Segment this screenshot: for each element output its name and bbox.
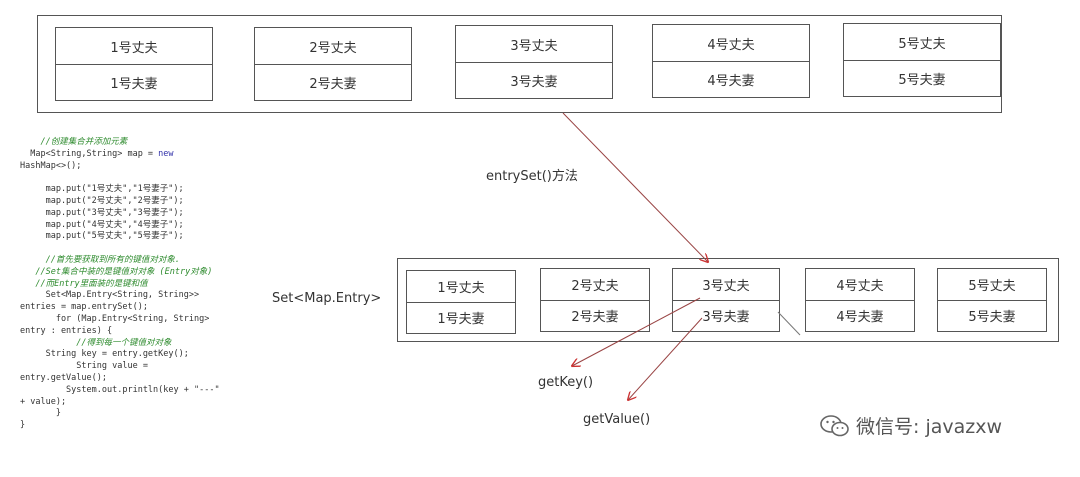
code-keyword: new [158, 148, 174, 159]
set-entry-2: 2号丈夫 2号夫妻 [540, 268, 650, 332]
code-line: //首先要获取到所有的键值对对象. [20, 254, 180, 265]
getkey-arrow [572, 297, 701, 366]
code-line: System.out.println(key + "---" [20, 384, 220, 395]
set-entry-1: 1号丈夫 1号夫妻 [406, 270, 516, 334]
map-entry-1: 1号丈夫 1号夫妻 [55, 27, 213, 101]
code-line: entry.getValue(); [20, 372, 107, 383]
entry-value: 1号夫妻 [110, 76, 158, 92]
map-entry-4: 4号丈夫 4号夫妻 [652, 24, 810, 98]
code-line: //而Entry里面装的是键和值 [20, 278, 148, 289]
code-line: HashMap<>(); [20, 160, 82, 171]
entry-value: 5号夫妻 [898, 72, 946, 88]
entry-key: 5号丈夫 [938, 269, 1046, 301]
side-stroke [777, 311, 801, 336]
entry-key: 4号丈夫 [806, 269, 914, 301]
code-line: } [20, 420, 26, 431]
entry-value: 3号夫妻 [510, 74, 558, 90]
entry-key: 3号丈夫 [673, 269, 779, 301]
map-entry-3: 3号丈夫 3号夫妻 [455, 25, 613, 99]
map-entry-5: 5号丈夫 5号夫妻 [843, 23, 1001, 97]
code-line: map.put("4号丈夫","4号妻子"); [20, 219, 184, 230]
getvalue-arrow [628, 317, 703, 400]
entry-value: 4号夫妻 [836, 310, 884, 325]
entry-value: 1号夫妻 [437, 312, 485, 327]
code-line: Set<Map.Entry<String, String>> [20, 290, 200, 301]
code-line: map.put("1号丈夫","1号妻子"); [20, 184, 184, 195]
entryset-method-label: entrySet()方法 [486, 169, 578, 184]
watermark-text: 微信号: javazxw [856, 416, 1003, 438]
code-snippet: //创建集合并添加元素 Map<String,String> map = new… [20, 137, 270, 432]
code-line: map.put("5号丈夫","5号妻子"); [20, 231, 184, 242]
entry-key: 2号丈夫 [255, 28, 411, 65]
getkey-label: getKey() [538, 375, 594, 390]
set-entry-4: 4号丈夫 4号夫妻 [805, 268, 915, 332]
code-line: String key = entry.getKey(); [20, 349, 189, 360]
code-line: entry : entries) { [20, 325, 113, 336]
code-line: Map<String,String> map = [20, 148, 159, 159]
entry-value: 5号夫妻 [968, 310, 1016, 325]
entry-key: 2号丈夫 [541, 269, 649, 301]
wechat-icon [820, 414, 849, 436]
code-line: map.put("2号丈夫","2号妻子"); [20, 195, 184, 206]
map-entry-2: 2号丈夫 2号夫妻 [254, 27, 412, 101]
set-entry-5: 5号丈夫 5号夫妻 [937, 268, 1047, 332]
getvalue-label: getValue() [583, 412, 651, 427]
code-line: for (Map.Entry<String, String> [20, 313, 210, 324]
entry-key: 1号丈夫 [56, 28, 212, 65]
code-line: } [20, 408, 61, 419]
watermark: 微信号: javazxw [820, 412, 1002, 439]
set-entry-3: 3号丈夫 3号夫妻 [672, 268, 780, 332]
set-type-label: Set<Map.Entry> [272, 291, 382, 306]
code-line: //创建集合并添加元素 [20, 137, 128, 147]
entry-value: 2号夫妻 [571, 310, 619, 325]
entryset-arrow [562, 112, 708, 262]
entry-key: 4号丈夫 [653, 25, 809, 62]
code-line: //得到每一个键值对对象 [20, 337, 172, 348]
entry-key: 1号丈夫 [407, 271, 515, 303]
code-line: map.put("3号丈夫","3号妻子"); [20, 207, 184, 218]
entry-key: 5号丈夫 [844, 24, 1000, 61]
code-line: entries = map.entrySet(); [20, 302, 148, 313]
code-line: String value = [20, 361, 148, 372]
entry-value: 4号夫妻 [707, 73, 755, 89]
entry-key: 3号丈夫 [456, 26, 612, 63]
code-line: + value); [20, 396, 67, 407]
entry-value: 3号夫妻 [702, 310, 750, 325]
entry-value: 2号夫妻 [309, 76, 357, 92]
code-line: //Set集合中装的是键值对对象 (Entry对象) [20, 266, 213, 277]
